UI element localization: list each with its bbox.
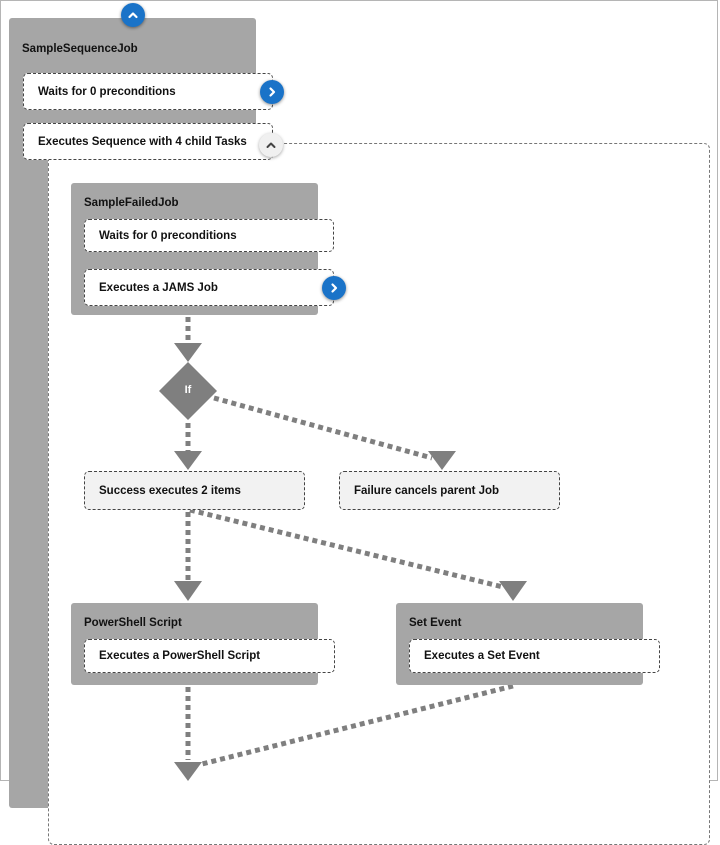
- failure-branch-box[interactable]: Failure cancels parent Job: [339, 471, 560, 510]
- powershell-executes-box[interactable]: Executes a PowerShell Script: [84, 639, 335, 673]
- if-diamond: [159, 362, 217, 420]
- failed-job-title: SampleFailedJob: [84, 197, 179, 209]
- collapse-sequence-button[interactable]: [259, 133, 283, 157]
- connector-setevent-down: [201, 683, 514, 767]
- expand-failed-job-button[interactable]: [322, 276, 346, 300]
- connector-if-to-failure: [213, 395, 433, 461]
- sequence-box[interactable]: Executes Sequence with 4 child Tasks: [23, 123, 273, 160]
- arrowhead-powershell: [174, 581, 202, 601]
- arrowhead-success: [174, 451, 202, 470]
- collapse-job-button[interactable]: [121, 3, 145, 27]
- arrowhead-if: [174, 343, 202, 362]
- failed-job-executes-box[interactable]: Executes a JAMS Job: [84, 269, 334, 306]
- chevron-up-icon: [128, 12, 138, 19]
- success-branch-box[interactable]: Success executes 2 items: [84, 471, 305, 510]
- expand-preconditions-button[interactable]: [260, 80, 284, 104]
- arrowhead-bottom: [174, 762, 202, 781]
- arrowhead-failure: [428, 451, 456, 470]
- set-event-task-title: Set Event: [409, 617, 462, 629]
- sequence-job-title: SampleSequenceJob: [22, 43, 138, 55]
- job-preconditions-box[interactable]: Waits for 0 preconditions: [23, 73, 273, 110]
- arrowhead-setevent: [499, 581, 527, 601]
- powershell-task-title: PowerShell Script: [84, 617, 182, 629]
- chevron-right-icon: [269, 87, 276, 97]
- chevron-up-icon: [266, 142, 276, 148]
- if-label: If: [184, 384, 192, 396]
- failed-job-preconditions-box[interactable]: Waits for 0 preconditions: [84, 219, 334, 252]
- chevron-right-icon: [331, 283, 338, 293]
- set-event-executes-box[interactable]: Executes a Set Event: [409, 639, 660, 673]
- connector-success-to-setevent: [189, 507, 504, 590]
- flow-connectors: [159, 317, 527, 781]
